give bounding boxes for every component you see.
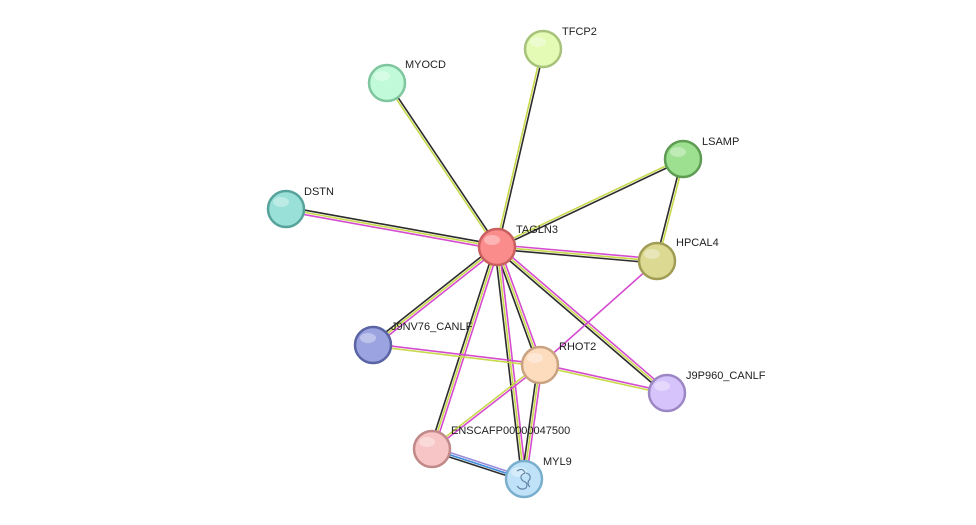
edge-strand <box>497 49 545 248</box>
node-highlight <box>273 197 289 207</box>
node-highlight <box>644 249 660 259</box>
node-label: DSTN <box>304 186 334 198</box>
node-enscafp00000047500[interactable]: ENSCAFP00000047500 <box>412 425 570 469</box>
edge-strand <box>429 246 496 449</box>
edge-tagln3-j9nv76-canlf <box>371 244 499 348</box>
edge-strand <box>539 260 658 366</box>
edge-strand <box>525 365 543 480</box>
edge-tagln3-hpcal4 <box>496 244 658 264</box>
node-lsamp[interactable]: LSAMP <box>663 136 739 179</box>
edge-strand <box>497 159 684 249</box>
node-label: J9NV76_CANLF <box>391 321 473 333</box>
edge-strand <box>496 246 541 366</box>
edge-tagln3-dstn <box>285 206 498 250</box>
edge-strand <box>495 248 667 396</box>
node-highlight <box>670 147 686 157</box>
node-circle[interactable] <box>520 345 560 385</box>
edge-strand <box>495 48 543 247</box>
node-label: J9P960_CANLF <box>686 370 766 382</box>
edge-strand <box>431 246 498 450</box>
edge-strand <box>432 365 542 451</box>
edge-tagln3-lsamp <box>496 157 684 249</box>
node-j9p960-canlf[interactable]: J9P960_CANLF <box>647 370 766 413</box>
node-hpcal4[interactable]: HPCAL4 <box>637 237 719 281</box>
node-circle[interactable] <box>504 459 544 499</box>
node-j9nv76-canlf[interactable]: J9NV76_CANLF <box>353 321 473 365</box>
node-highlight <box>654 381 670 391</box>
edge-strand <box>373 343 541 365</box>
edge-strand <box>496 246 668 394</box>
edge-strand <box>496 248 657 264</box>
edge-strand <box>433 247 500 450</box>
edge-strand <box>372 345 540 367</box>
node-dstn[interactable]: DSTN <box>266 186 334 229</box>
node-circle[interactable] <box>266 189 306 229</box>
edge-strand <box>387 81 499 247</box>
node-label: HPCAL4 <box>676 237 719 249</box>
edge-tagln3-tfcp2 <box>495 48 545 248</box>
edge-strand <box>430 363 540 449</box>
node-rhot2[interactable]: RHOT2 <box>520 341 596 385</box>
node-tfcp2[interactable]: TFCP2 <box>523 26 597 69</box>
node-highlight <box>530 37 546 47</box>
node-circle[interactable] <box>412 429 452 469</box>
edge-strand <box>498 245 543 365</box>
edge-strand <box>539 365 667 395</box>
edge-strand <box>371 244 497 344</box>
edge-strand <box>497 244 658 260</box>
node-circle[interactable] <box>637 241 677 281</box>
edge-strand <box>372 246 498 346</box>
node-highlight <box>527 353 543 363</box>
node-circle[interactable] <box>367 63 407 103</box>
edge-tagln3-j9p960-canlf <box>495 244 669 396</box>
protein-structure-icon <box>516 468 531 490</box>
node-label: MYOCD <box>405 59 446 71</box>
edge-strand <box>285 210 497 250</box>
node-label: ENSCAFP00000047500 <box>451 425 570 437</box>
edges-layer <box>285 48 685 482</box>
edge-hpcal4-rhot2 <box>539 260 658 366</box>
node-tagln3[interactable]: TAGLN3 <box>477 224 558 267</box>
node-label: TAGLN3 <box>516 224 558 236</box>
node-label: RHOT2 <box>559 341 596 353</box>
node-circle[interactable] <box>477 227 517 267</box>
node-circle[interactable] <box>523 29 563 69</box>
node-highlight <box>374 71 390 81</box>
edge-strand <box>385 83 497 249</box>
edge-strand <box>373 248 499 348</box>
node-label: MYL9 <box>543 456 572 468</box>
edge-strand <box>540 363 668 393</box>
edge-strand <box>494 247 523 480</box>
edge-strand <box>496 246 658 262</box>
edge-tagln3-myocd <box>385 81 499 249</box>
node-myl9[interactable]: MYL9 <box>504 456 572 499</box>
node-highlight <box>484 235 500 245</box>
edge-rhot2-j9p960-canlf <box>539 363 668 395</box>
node-myocd[interactable]: MYOCD <box>367 59 446 103</box>
edge-strand <box>285 208 498 248</box>
node-circle[interactable] <box>647 373 687 413</box>
edge-strand <box>286 206 498 246</box>
edge-strand <box>521 364 539 479</box>
node-label: LSAMP <box>702 136 739 148</box>
node-label: TFCP2 <box>562 26 597 38</box>
edge-tagln3-enscafp00000047500 <box>429 246 500 450</box>
node-highlight <box>360 333 376 343</box>
edge-j9nv76-canlf-rhot2 <box>372 343 541 367</box>
edge-rhot2-enscafp00000047500 <box>430 363 542 451</box>
node-circle[interactable] <box>353 325 393 365</box>
edge-strand <box>497 244 669 392</box>
edge-strand <box>496 157 683 247</box>
node-highlight <box>419 437 435 447</box>
node-circle[interactable] <box>663 139 703 179</box>
